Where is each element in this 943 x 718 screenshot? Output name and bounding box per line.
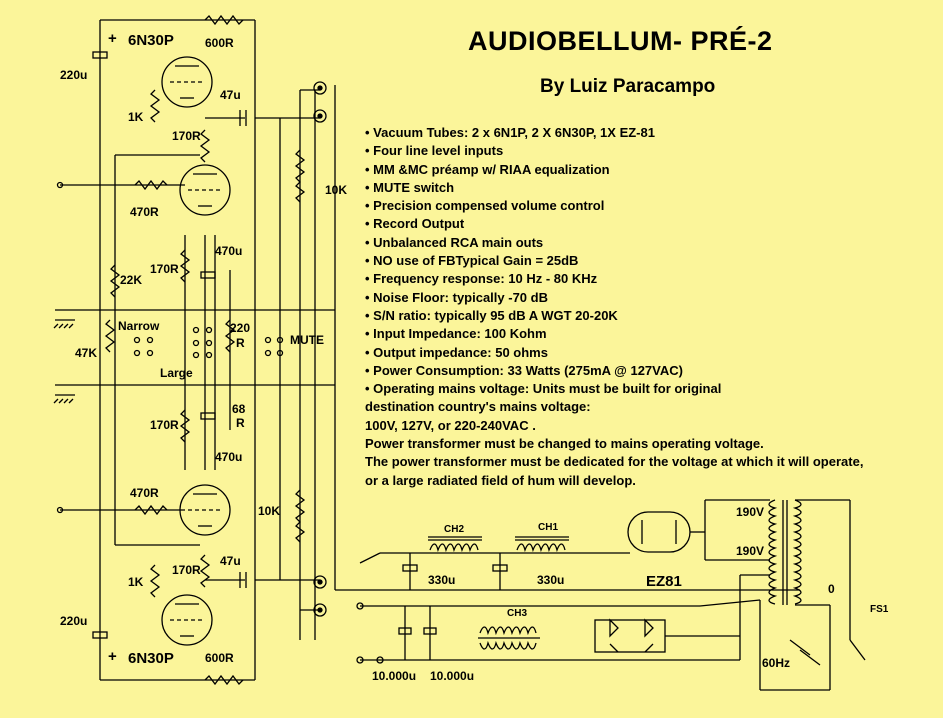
capacitor-label-470u-bottom: 470u [215, 450, 243, 464]
spec-line: • Record Output [365, 216, 465, 232]
spec-line: • Operating mains voltage: Units must be… [365, 381, 722, 397]
resistor-label-10k-bottom: 10K [258, 504, 281, 518]
spec-line: • Input Impedance: 100 Kohm [365, 326, 547, 342]
spec-line: or a large radiated field of hum will de… [365, 472, 636, 488]
polarity-plus-top: + [108, 30, 117, 47]
spec-line: • Output impedance: 50 ohms [365, 344, 548, 360]
spec-line: Power transformer must be changed to mai… [365, 436, 764, 452]
resistor-label-1k-bottom: 1K [128, 575, 144, 589]
resistor-label-470r-top: 470R [130, 205, 159, 219]
resistor-label-220-unit: R [236, 336, 245, 350]
tube-label-bottom: 6N30P [128, 650, 174, 667]
capacitor-label-220u-top: 220u [60, 68, 88, 82]
spec-line: • Unbalanced RCA main outs [365, 234, 544, 250]
resistor-label-470r-bottom: 470R [130, 486, 159, 500]
polarity-plus-bottom: + [108, 648, 117, 665]
resistor-label-170r-2: 170R [150, 262, 179, 276]
spec-line: • Power Consumption: 33 Watts (275mA @ 1… [365, 362, 683, 378]
spec-list: • Vacuum Tubes: 2 x 6N1P, 2 X 6N30P, 1X … [365, 124, 863, 490]
choke-label-ch3: CH3 [507, 608, 528, 619]
potentiometer-label-47k: 47K [75, 346, 98, 360]
spec-line: • NO use of FBTypical Gain = 25dB [365, 253, 579, 269]
capacitor-label-47u-top: 47u [220, 88, 241, 102]
voltage-label-190v-1: 190V [736, 505, 765, 519]
spec-line: destination country's mains voltage: [365, 399, 591, 415]
capacitor-label-47u-bottom: 47u [220, 554, 241, 568]
spec-line: 100V, 127V, or 220-240VAC . [365, 417, 536, 433]
spec-line: The power transformer must be dedicated … [365, 454, 864, 470]
resistor-label-600r-bottom: 600R [205, 651, 234, 665]
tap-label-zero: 0 [828, 582, 835, 596]
choke-label-ch1: CH1 [538, 522, 559, 533]
switch-label-large: Large [160, 366, 193, 380]
capacitor-label-470u-top: 470u [215, 244, 243, 258]
spec-line: • Precision compensed volume control [365, 198, 605, 214]
resistor-label-68: 68 [232, 402, 246, 416]
switch-label-narrow: Narrow [118, 319, 160, 333]
resistor-label-170r-4: 170R [172, 563, 201, 577]
fuse-label-fs1: FS1 [870, 604, 889, 615]
spec-line: • MM &MC préamp w/ RIAA equalization [365, 161, 610, 177]
resistor-label-170r-3: 170R [150, 418, 179, 432]
resistor-label-220: 220 [230, 321, 251, 335]
capacitor-label-220u-bottom: 220u [60, 614, 88, 628]
resistor-label-68-unit: R [236, 416, 245, 430]
spec-line: • MUTE switch [365, 179, 455, 195]
capacitor-label-10000u-1: 10.000u [372, 669, 417, 683]
switch-label-mute: MUTE [290, 333, 324, 347]
spec-line: • S/N ratio: typically 95 dB A WGT 20-20… [365, 307, 618, 323]
resistor-label-10k-top: 10K [325, 183, 348, 197]
spec-line: • Four line level inputs [365, 143, 504, 159]
mains-label-60hz: 60Hz [762, 656, 791, 670]
rectifier-label-ez81: EZ81 [646, 573, 682, 590]
resistor-label-170r-1: 170R [172, 129, 201, 143]
capacitor-label-330u-2: 330u [537, 573, 565, 587]
capacitor-label-330u-1: 330u [428, 573, 456, 587]
voltage-label-190v-2: 190V [736, 544, 765, 558]
spec-line: • Frequency response: 10 Hz - 80 KHz [365, 271, 598, 287]
capacitor-label-10000u-2: 10.000u [430, 669, 475, 683]
author-line: By Luiz Paracampo [540, 76, 716, 97]
spec-line: • Vacuum Tubes: 2 x 6N1P, 2 X 6N30P, 1X … [365, 125, 655, 140]
resistor-label-22k: 22K [120, 273, 143, 287]
page-title: AUDIOBELLUM- PRÉ-2 [468, 26, 773, 56]
spec-line: • Noise Floor: typically -70 dB [365, 289, 548, 305]
resistor-label-600r-top: 600R [205, 36, 234, 50]
tube-label-top: 6N30P [128, 32, 174, 49]
choke-label-ch2: CH2 [444, 524, 465, 535]
resistor-label-1k-top: 1K [128, 110, 144, 124]
